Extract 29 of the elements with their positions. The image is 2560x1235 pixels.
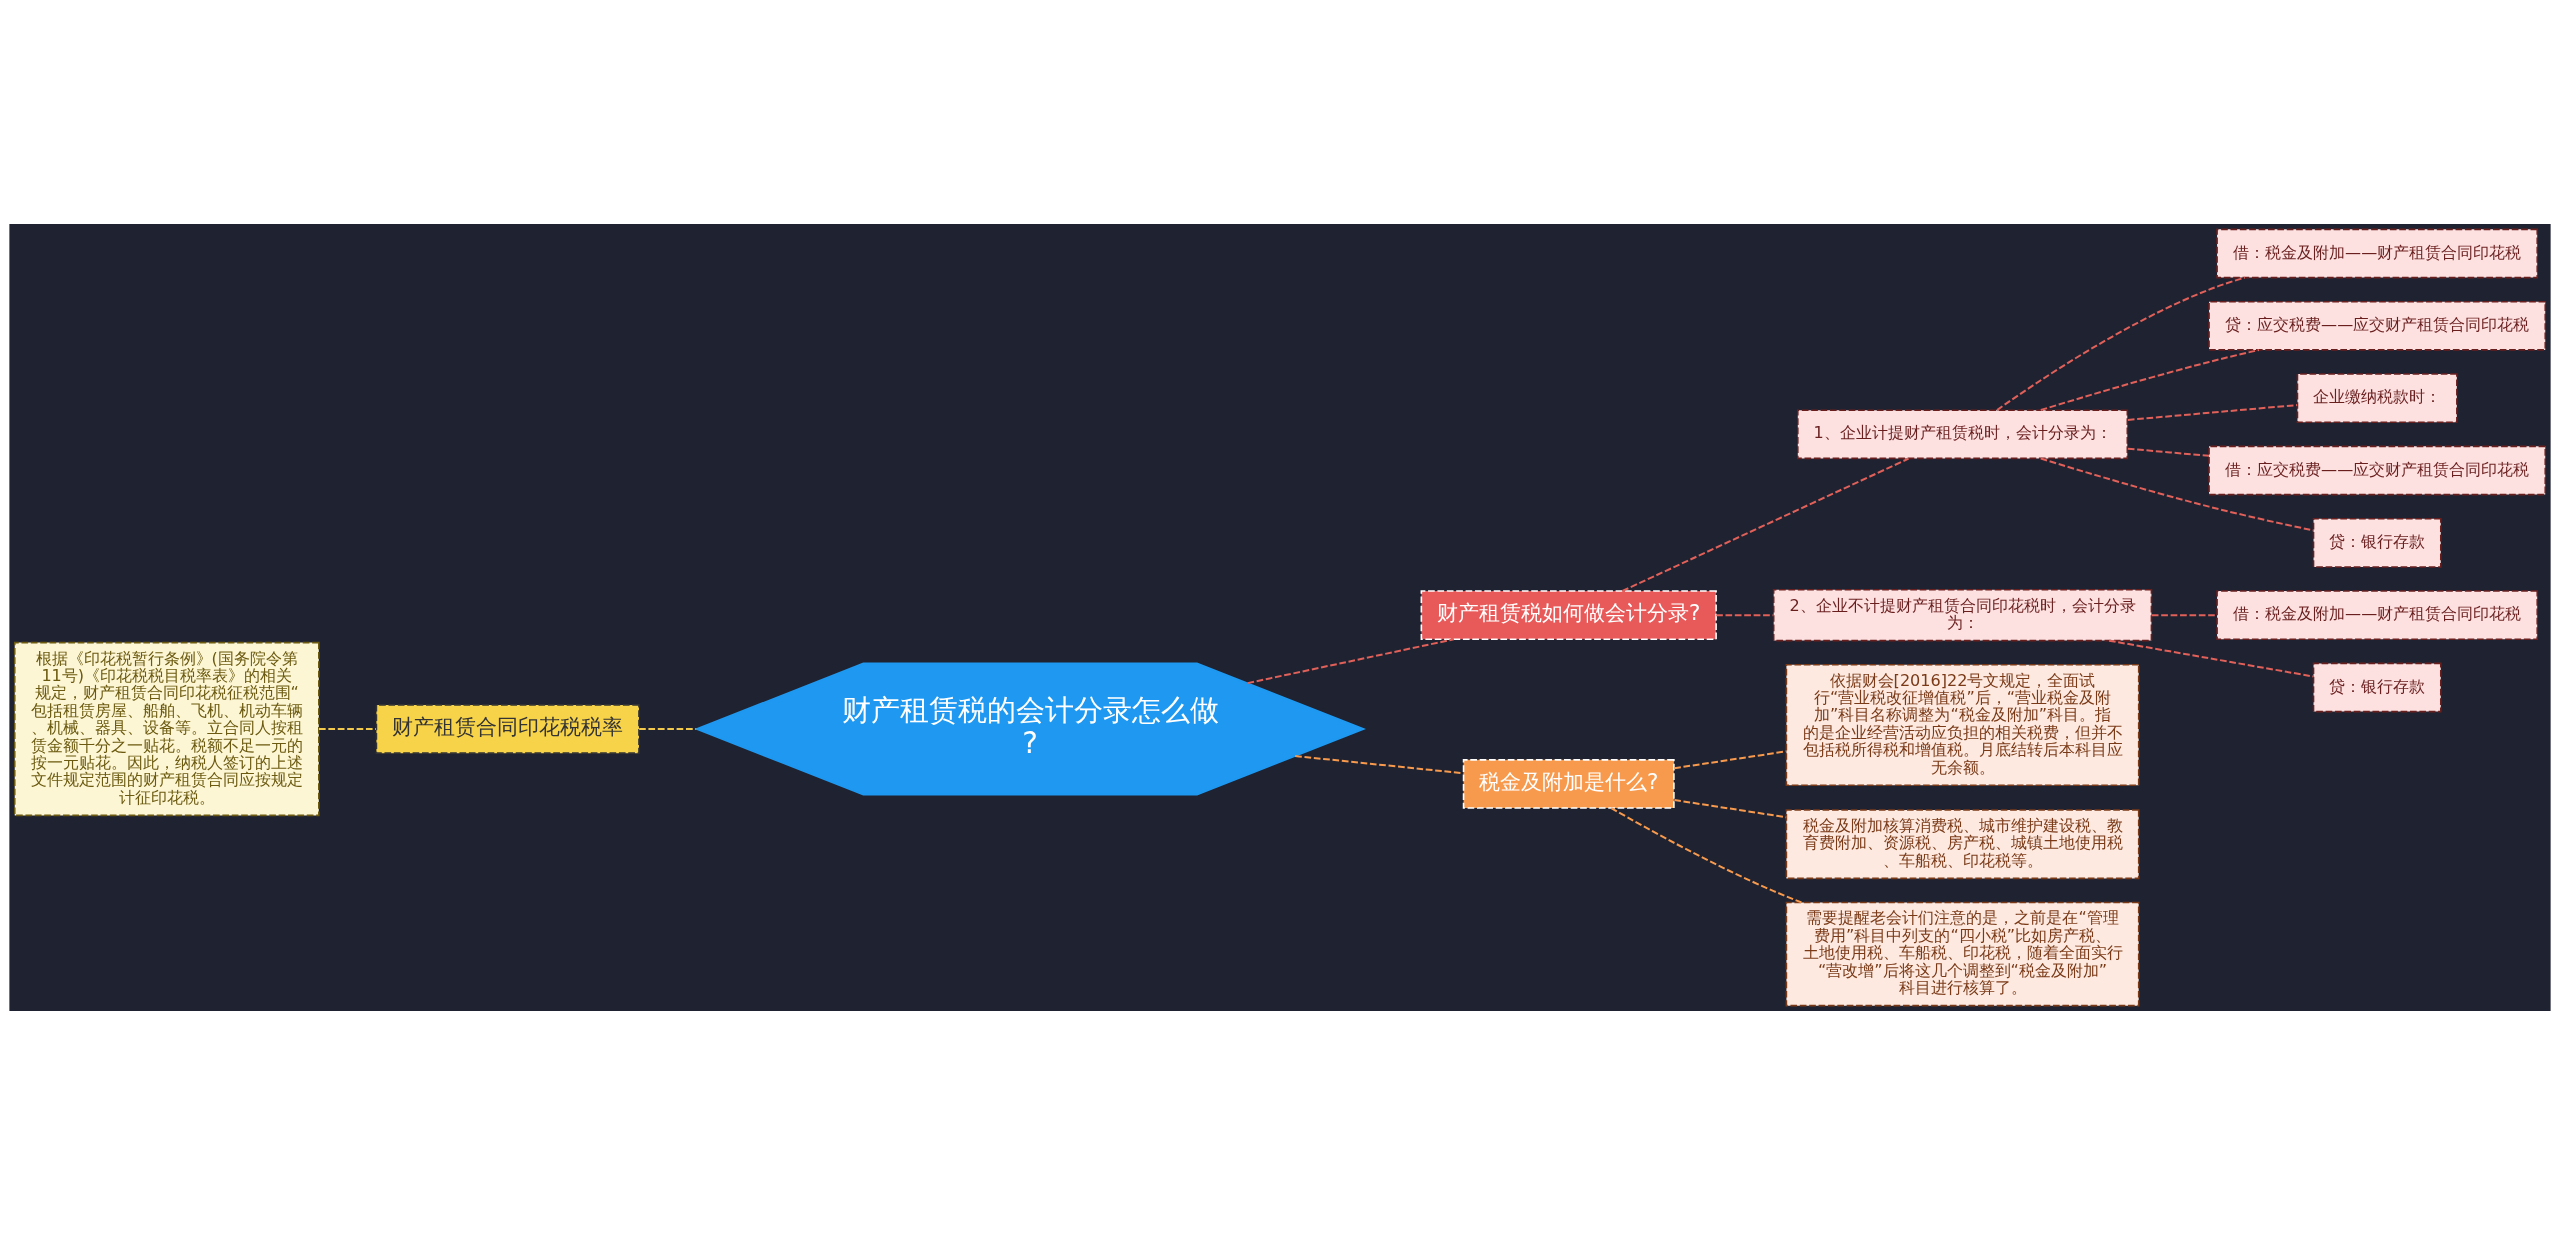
connector <box>639 728 697 731</box>
node-box: 贷：银行存款 <box>2312 517 2442 568</box>
connector <box>2151 614 2217 617</box>
node-box: 借：税金及附加——财产租赁合同印花税 <box>2216 228 2539 279</box>
node-box: 需要提醒老会计们注意的是，之前是在“管理费用”科目中列支的“四小税”比如房产税、土地使用税、车船税、印花税，随着全面实行“营改增”后将这几个调整到“税金及附加”科目进行核算了。 <box>1785 901 2140 1007</box>
connector <box>2127 447 2210 457</box>
node-box: 借：应交税费——应交财产租赁合同印花税 <box>2208 445 2547 496</box>
connector <box>2040 457 2314 532</box>
node-box: 税金及附加是什么? <box>1462 759 1675 809</box>
connector <box>1622 457 1909 592</box>
connector <box>1996 276 2246 411</box>
node-box: 1、企业计提财产租赁税时，会计分录为： <box>1797 409 2129 460</box>
node-box: 贷：银行存款 <box>2312 662 2442 713</box>
node-box: 2、企业不计提财产租赁合同印花税时，会计分录为： <box>1772 588 2153 642</box>
connector <box>1674 750 1787 770</box>
node-box: 根据《印花税暂行条例》(国务院令第11号)《印花税税目税率表》的相关规定，财产租赁合同印花税征税范围“包括租赁房屋、船舶、飞机、机动车辆、机械、器具、设备等。立合同人按租赁金额千分之一贴花。税额不足一元的按一元贴花。因此，纳税人签订的上述文件规定范围的财产租赁合同应按规定计征印花税。 <box>13 641 320 817</box>
node-box: 财产租赁税如何做会计分录? <box>1420 590 1717 641</box>
connector <box>2040 349 2260 411</box>
connector <box>2108 639 2314 678</box>
node-box: 企业缴纳税款时： <box>2296 373 2458 424</box>
node-box: 贷：应交税费——应交财产租赁合同印花税 <box>2208 300 2547 351</box>
node-box: 税金及附加核算消费税、城市维护建设税、教育费附加、资源税、房产税、城镇土地使用税、车船税、印花税等。 <box>1785 809 2140 880</box>
node-box: 财产租赁合同印花税税率 <box>375 704 640 754</box>
connector <box>1610 807 1802 904</box>
connector <box>1247 638 1454 685</box>
connector <box>318 728 376 731</box>
node-box: 借：税金及附加——财产租赁合同印花税 <box>2216 590 2539 641</box>
connector <box>2127 404 2298 421</box>
node-box: 依据财会[2016]22号文规定，全面试行“营业税改征增值税”后，“营业税金及附加”科目名称调整为“税金及附加”科目。指的是企业经营活动应负担的相关税费，但并不包括税所得税和增值税。月底结转后本科目应无余额。 <box>1785 663 2140 787</box>
